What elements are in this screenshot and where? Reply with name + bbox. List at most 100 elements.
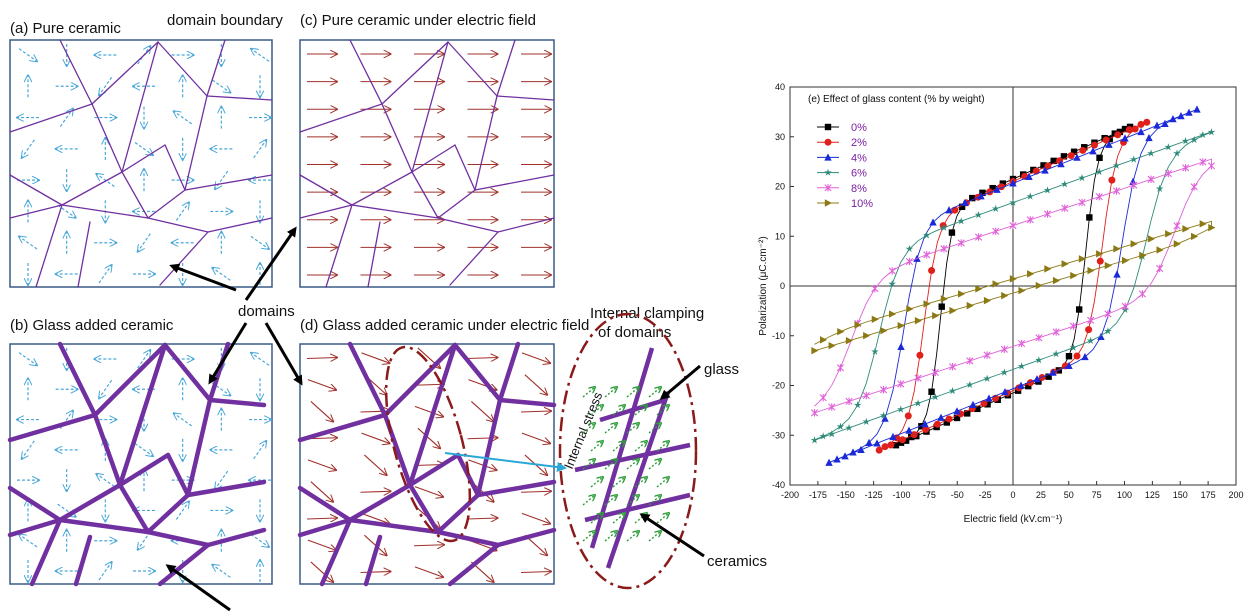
x-tick-label: -50 xyxy=(951,490,964,500)
data-point xyxy=(977,192,985,200)
data-point xyxy=(1104,310,1112,318)
domain-boundary-line xyxy=(411,41,449,173)
data-point xyxy=(974,405,981,413)
field-aligned-arrow xyxy=(307,379,336,390)
data-point xyxy=(957,217,965,225)
data-point xyxy=(923,251,931,259)
data-point xyxy=(897,342,905,350)
field-aligned-arrow xyxy=(310,401,333,421)
domain-polarization-arrow xyxy=(134,142,153,156)
y-tick-label: -10 xyxy=(772,331,785,341)
data-point xyxy=(989,184,996,192)
domain-boundary-line xyxy=(381,41,449,105)
data-point xyxy=(1097,332,1105,341)
domain-boundary-line xyxy=(367,221,381,288)
domain-boundary-line xyxy=(184,95,208,191)
glass-boundary-line xyxy=(495,527,557,548)
legend: 0%2%4%6%8%10% xyxy=(817,122,873,210)
field-aligned-arrow xyxy=(363,454,386,475)
data-point xyxy=(889,432,897,441)
field-aligned-arrow xyxy=(414,566,443,577)
domain-polarization-arrow xyxy=(59,411,73,429)
data-point xyxy=(1147,149,1155,157)
data-point xyxy=(1049,368,1057,376)
panel-c-frame xyxy=(299,39,555,288)
data-point xyxy=(825,458,833,466)
data-point xyxy=(1035,334,1043,342)
glass-boundary-line xyxy=(145,529,211,548)
data-point xyxy=(958,290,966,298)
data-point xyxy=(1078,255,1087,263)
data-point xyxy=(1073,352,1081,360)
domain-polarization-arrow xyxy=(96,174,115,187)
field-aligned-arrow xyxy=(414,405,443,416)
domain-polarization-arrow xyxy=(211,382,230,396)
data-point xyxy=(824,199,832,207)
data-point xyxy=(931,368,939,377)
clamped-domain-arrow xyxy=(604,423,617,434)
legend-entry: 4% xyxy=(851,152,867,164)
glass-boundary-line xyxy=(297,412,388,443)
glass-boundary-line xyxy=(92,412,123,488)
field-aligned-arrow xyxy=(310,481,333,502)
data-point xyxy=(1095,192,1103,201)
data-point xyxy=(1181,164,1190,172)
data-point xyxy=(824,123,832,131)
clamped-domain-arrow xyxy=(634,477,647,488)
data-point xyxy=(1070,148,1078,155)
data-point xyxy=(1112,187,1121,195)
data-point xyxy=(1018,339,1026,348)
panel-a-frame xyxy=(9,39,273,288)
field-aligned-arrow xyxy=(467,518,498,519)
data-point xyxy=(887,441,895,449)
data-point xyxy=(863,331,871,340)
data-point xyxy=(1065,361,1073,369)
domain-boundary-line xyxy=(121,41,159,173)
data-point xyxy=(940,223,948,231)
glass-boundary-line xyxy=(347,482,413,523)
data-point xyxy=(923,300,931,308)
data-point xyxy=(922,425,930,433)
clamped-domain-arrow xyxy=(604,531,617,542)
data-point xyxy=(916,351,924,359)
x-tick-label: -100 xyxy=(892,490,910,500)
domain-polarization-arrow xyxy=(18,48,37,62)
domain-polarization-arrow xyxy=(253,140,267,159)
data-point xyxy=(1155,184,1164,192)
zoom-ellipse xyxy=(384,345,472,543)
data-point xyxy=(1153,121,1161,129)
clamped-domain-arrow xyxy=(612,441,625,452)
domain-boundary-line xyxy=(449,231,499,286)
domain-boundary-line xyxy=(147,217,209,233)
panel-c-label: (c) Pure ceramic under electric field xyxy=(300,12,536,29)
field-aligned-arrow xyxy=(524,374,547,395)
domain-polarization-arrow xyxy=(215,170,229,189)
domain-boundary-line xyxy=(381,103,413,173)
data-point xyxy=(1199,158,1207,166)
clamped-domain-arrow xyxy=(626,423,639,434)
field-aligned-arrow xyxy=(307,539,336,550)
domain-boundary-line xyxy=(206,95,273,101)
clamped-domain-arrow xyxy=(656,441,669,452)
data-point xyxy=(1086,214,1093,221)
domain-boundary-line xyxy=(496,39,516,97)
panel-b-label: (b) Glass added ceramic xyxy=(10,317,174,334)
field-aligned-arrow xyxy=(306,518,337,519)
series-10pct xyxy=(811,220,1216,355)
data-point xyxy=(1130,181,1138,189)
data-point xyxy=(819,432,827,440)
domain-boundary-line xyxy=(9,103,93,133)
zoom-connector-arrow xyxy=(444,452,567,472)
internal-clamping-label-1: Internal clamping xyxy=(590,305,704,322)
data-point xyxy=(991,204,1000,212)
data-point xyxy=(1102,136,1110,144)
glass-boundary-line xyxy=(475,397,503,498)
series-group xyxy=(810,105,1216,466)
domain-polarization-arrow xyxy=(138,233,151,252)
chart-title: (e) Effect of glass content (% by weight… xyxy=(808,94,985,105)
data-point xyxy=(1106,135,1113,143)
series-8pct xyxy=(810,158,1216,417)
data-point xyxy=(966,357,974,365)
